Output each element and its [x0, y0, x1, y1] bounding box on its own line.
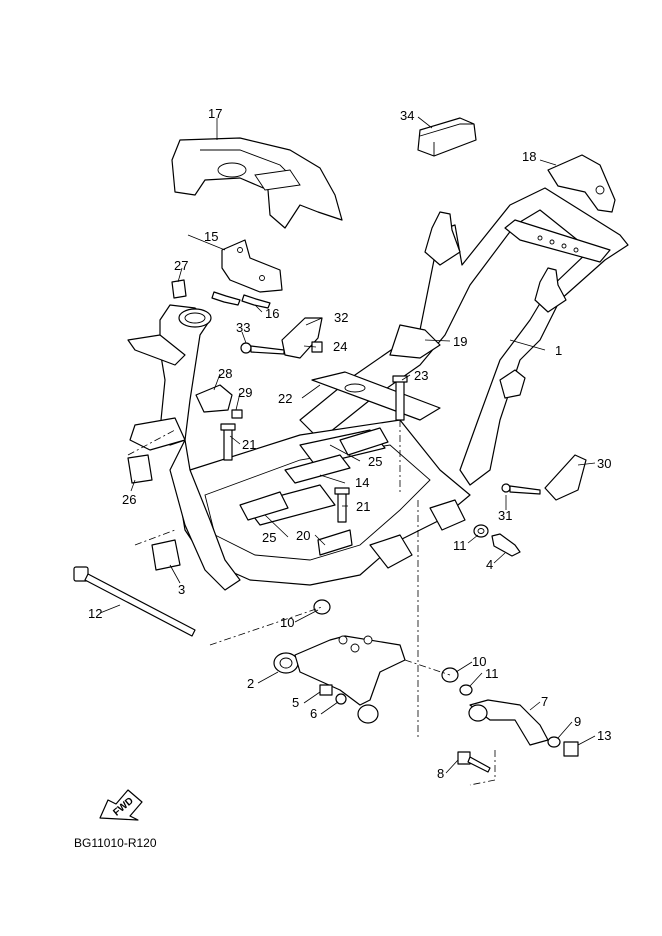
part-6-washer — [335, 693, 347, 705]
part-34-block — [417, 117, 477, 157]
callout-11-b: 11 — [485, 666, 499, 681]
callout-16: 16 — [265, 306, 279, 321]
callout-21-a: 21 — [242, 437, 256, 452]
callout-19: 19 — [453, 334, 467, 349]
part-33-bolt — [240, 342, 285, 355]
part-28-bracket — [195, 384, 233, 413]
assembly-reference-lines — [127, 420, 496, 786]
callout-9: 9 — [574, 714, 581, 729]
part-31-bolt — [501, 483, 541, 495]
part-25-cover-a — [339, 427, 389, 456]
callout-18: 18 — [522, 149, 536, 164]
callout-34: 34 — [400, 108, 414, 123]
callout-31: 31 — [498, 508, 512, 523]
part-5-nut — [319, 684, 333, 696]
callout-15: 15 — [204, 229, 218, 244]
callout-8: 8 — [437, 766, 444, 781]
engine-mount — [273, 635, 406, 724]
part-9-washer — [547, 736, 561, 748]
callout-21-b: 21 — [356, 499, 370, 514]
callout-25-a: 25 — [368, 454, 382, 469]
leader-lines — [99, 116, 596, 774]
callout-12: 12 — [88, 606, 102, 621]
part-11-washer-b — [459, 684, 473, 696]
part-13-nut — [563, 741, 579, 757]
part-3-boot — [151, 539, 181, 571]
callout-26: 26 — [122, 492, 136, 507]
part-16-bolts — [211, 291, 271, 309]
callout-4: 4 — [486, 557, 493, 572]
part-19-plate — [389, 324, 441, 359]
part-1-main-frame — [179, 187, 629, 586]
callout-22: 22 — [278, 391, 292, 406]
part-4-bolt — [491, 533, 521, 557]
part-7-link — [468, 699, 549, 746]
callout-10-b: 10 — [472, 654, 486, 669]
drawing-code: BG11010-R120 — [74, 836, 157, 850]
callout-10-a: 10 — [280, 615, 294, 630]
callout-24: 24 — [333, 339, 347, 354]
callout-11-a: 11 — [453, 538, 467, 553]
part-8-bolt — [457, 751, 491, 773]
part-29-bolt — [231, 409, 243, 419]
callout-13: 13 — [597, 728, 611, 743]
part-12-shaft-bolt — [73, 566, 196, 637]
callout-32: 32 — [334, 310, 348, 325]
part-21-bolt-a — [220, 423, 236, 461]
part-21-bolt-b — [334, 487, 350, 523]
part-10-bushing-a — [313, 599, 331, 615]
steering-head — [127, 304, 241, 591]
callout-1: 1 — [555, 343, 562, 358]
callout-labels: 1 2 3 4 5 6 7 8 9 10 10 11 11 12 13 14 1… — [88, 106, 611, 781]
part-26-boot — [127, 454, 153, 484]
callout-25-b: 25 — [262, 530, 276, 545]
callout-7: 7 — [541, 694, 548, 709]
part-23-bolt — [392, 375, 408, 421]
part-32-bracket — [281, 317, 323, 359]
callout-14: 14 — [355, 475, 369, 490]
callout-23: 23 — [414, 368, 428, 383]
callout-2: 2 — [247, 676, 254, 691]
part-18-rear-bracket — [547, 154, 616, 213]
callout-33: 33 — [236, 320, 250, 335]
callout-5: 5 — [292, 695, 299, 710]
fwd-arrow: FWD — [99, 789, 143, 821]
part-25-cover-b — [239, 491, 289, 521]
side-bracket — [369, 499, 466, 569]
part-27-clip — [171, 279, 187, 299]
callout-20: 20 — [296, 528, 310, 543]
callout-28: 28 — [218, 366, 232, 381]
callout-30: 30 — [597, 456, 611, 471]
callout-17: 17 — [208, 106, 222, 121]
part-30-bracket — [544, 454, 587, 501]
callout-6: 6 — [310, 706, 317, 721]
part-17-front-cover — [171, 137, 343, 229]
callout-27: 27 — [174, 258, 188, 273]
part-20-plate — [317, 529, 353, 556]
part-14-plate — [284, 454, 351, 484]
part-11-washer-a — [473, 524, 489, 538]
part-15-bracket — [221, 239, 283, 293]
callout-3: 3 — [178, 582, 185, 597]
callout-29: 29 — [238, 385, 252, 400]
